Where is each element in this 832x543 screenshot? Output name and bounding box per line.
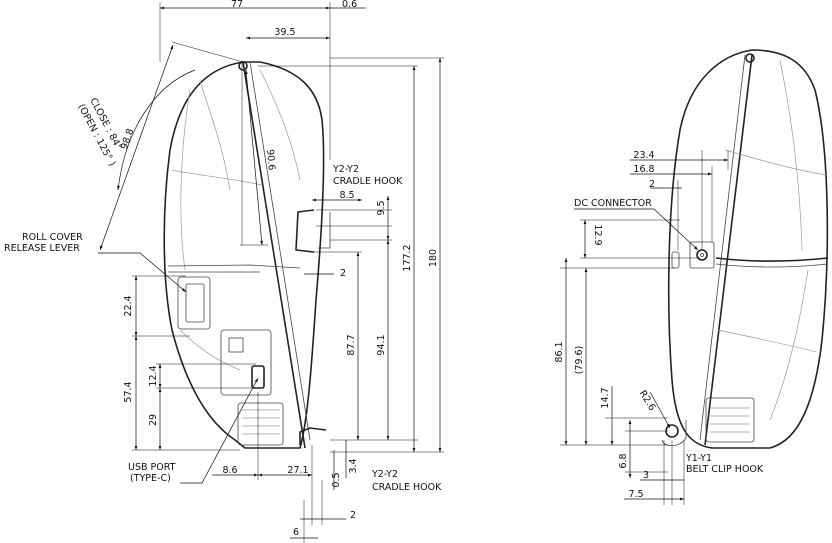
- roll-cover-seam: [242, 61, 306, 449]
- belt-clip-label-1: Y1-Y1: [685, 453, 712, 464]
- roll-cover-label-2: RELEASE LEVER: [4, 243, 80, 254]
- back-view-seam: [704, 54, 753, 446]
- dim-8-5: 8.5: [339, 190, 354, 201]
- back-view-band: [715, 257, 829, 262]
- dim-22-4: 22.4: [123, 295, 134, 316]
- dim-57-4: 57.4: [123, 381, 134, 402]
- dim-0-6: 0.6: [342, 0, 357, 10]
- roll-cover-label-1: ROLL COVER: [22, 232, 83, 243]
- back-shading-1: [779, 59, 803, 251]
- side-shading-1: [180, 89, 191, 271]
- side-shading-5: [179, 329, 241, 371]
- cradle-hook-top-inner: [318, 212, 331, 249]
- usb-port-label-2: (TYPE-C): [130, 473, 171, 484]
- dim-3: 3: [643, 470, 649, 481]
- usb-panel: [220, 329, 272, 396]
- dim-29: 29: [148, 414, 159, 426]
- side-foot: [237, 402, 284, 446]
- belt-clip-label-2: BELT CLIP HOOK: [686, 464, 764, 475]
- dim-23-4: 23.4: [633, 150, 654, 161]
- dim-79-6: (79.6): [574, 346, 585, 375]
- dim-77: 77: [231, 0, 243, 10]
- cradle-hook-bottom-label-2: CRADLE HOOK: [372, 482, 442, 493]
- dim-3-4: 3.4: [348, 458, 359, 473]
- dim-16-8: 16.8: [633, 164, 654, 175]
- back-top-latch-icon: [745, 53, 755, 63]
- dim-12-4: 12.4: [148, 365, 159, 386]
- back-view: [661, 49, 829, 449]
- back-view-body-outline: [667, 49, 829, 449]
- dim-2-back: 2: [649, 179, 655, 190]
- cradle-hook-top-label-2: CRADLE HOOK: [333, 176, 403, 187]
- dim-9-5: 9.5: [376, 200, 387, 215]
- dim-39-5: 39.5: [274, 27, 295, 38]
- dc-connector-pin: [700, 253, 704, 257]
- usb-port-label-1: USB PORT: [128, 462, 176, 473]
- back-indicator: [671, 251, 680, 269]
- dim-90-6: 90.6: [264, 149, 277, 171]
- dc-connector-label: DC CONNECTOR: [574, 198, 652, 209]
- usb-port-icon: [251, 365, 265, 389]
- back-shading-3: [724, 149, 827, 176]
- dc-connector-icon: [696, 249, 708, 261]
- dim-2-bottom: 2: [350, 510, 356, 521]
- dim-12-9: 12.9: [592, 224, 603, 245]
- side-shading-4: [171, 169, 263, 186]
- side-shading-2: [199, 79, 231, 191]
- dim-8-6: 8.6: [222, 465, 237, 476]
- dim-14-7: 14.7: [600, 387, 611, 408]
- dim-2-mid: 2: [340, 268, 346, 279]
- cradle-hook-top-label-1: Y2-Y2: [332, 164, 359, 175]
- dim-94-1: 94.1: [376, 334, 387, 355]
- side-panel-line: [167, 264, 301, 269]
- roll-cover-release-lever-inner: [185, 283, 205, 323]
- back-shading-4: [717, 329, 817, 353]
- dim-6-8: 6.8: [618, 453, 629, 468]
- cradle-hook-bottom: [299, 427, 327, 445]
- dim-r2-6: R2.6: [637, 389, 658, 413]
- dim-7-5: 7.5: [628, 489, 643, 500]
- side-view-body-outline: [163, 61, 325, 449]
- usb-connector-icon: [228, 337, 244, 353]
- back-view-seam-inner: [699, 54, 746, 441]
- side-dimensions: 77 0.6 39.5 98.8 CLOSE : 84° (OPEN : 125…: [4, 0, 444, 543]
- dim-177-2: 177.2: [402, 244, 413, 271]
- roll-cover-release-lever: [177, 276, 211, 330]
- side-shading-3: [259, 69, 301, 181]
- side-foot-grip: [242, 409, 280, 435]
- dim-27-1: 27.1: [287, 465, 308, 476]
- back-foot-grip: [710, 407, 750, 433]
- cradle-hook-bottom-label-1: Y2-Y2: [371, 469, 398, 480]
- back-dimensions: 23.4 16.8 2 DC CONNECTOR 12.9 86.1 (79.6…: [554, 150, 764, 505]
- back-view-band-inner: [715, 263, 829, 268]
- back-shading-2: [769, 269, 809, 421]
- cover-angle-ray: [171, 41, 244, 63]
- dim-87-7: 87.7: [346, 334, 357, 355]
- dim-6: 6: [293, 527, 299, 538]
- dim-86-1: 86.1: [554, 341, 565, 362]
- cradle-hook-top: [295, 209, 315, 253]
- belt-clip-hook-base: [661, 420, 687, 447]
- dim-0-5: 0.5: [331, 472, 342, 487]
- back-foot: [705, 397, 755, 443]
- dim-180: 180: [428, 249, 439, 267]
